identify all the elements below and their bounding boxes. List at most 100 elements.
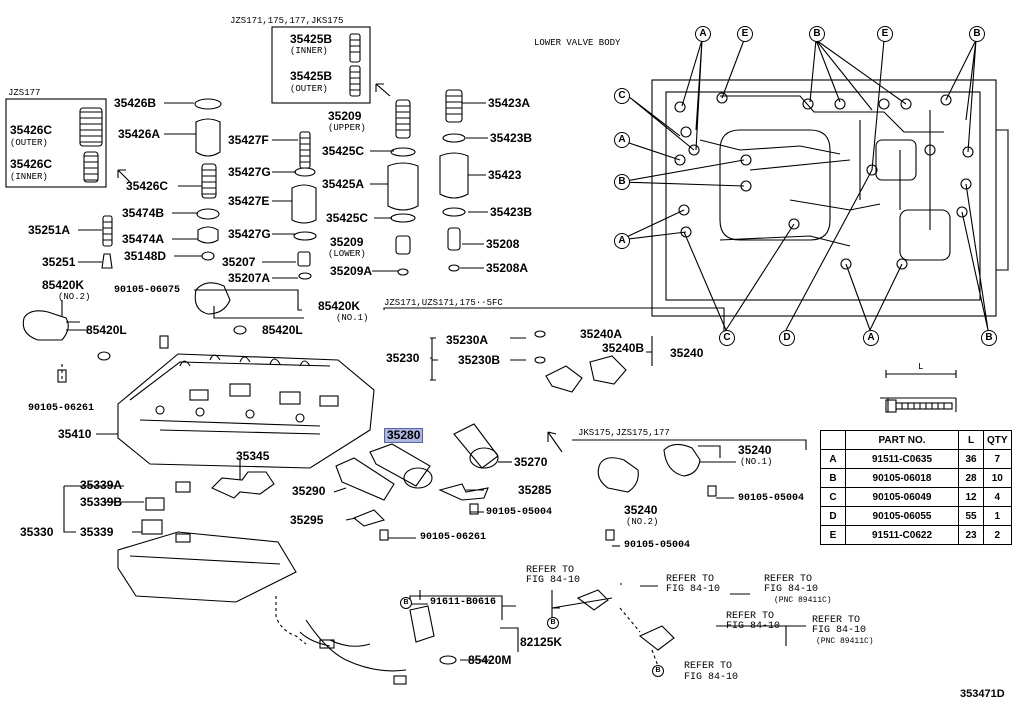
part-label-35209a[interactable]: 35209A xyxy=(330,264,373,278)
table-cell-part-no[interactable]: 90105-06018 xyxy=(845,468,959,488)
table-cell-qty: 10 xyxy=(983,468,1012,488)
part-label-35425b-outer[interactable]: 35425B xyxy=(290,69,333,83)
part-label-35427f[interactable]: 35427F xyxy=(228,133,269,147)
part-label-35425a[interactable]: 35425A xyxy=(322,177,365,191)
refer-note-3-line3: (PNC 89411C) xyxy=(774,596,832,605)
table-cell-letter: B xyxy=(820,468,846,488)
part-label-35240[interactable]: 35240 xyxy=(670,346,704,360)
part-label-35426a[interactable]: 35426A xyxy=(118,127,161,141)
part-label-90105-05004-r1[interactable]: 90105-05004 xyxy=(738,493,805,504)
table-cell-part-no[interactable]: 90105-06055 xyxy=(845,506,959,526)
table-cell-qty: 1 xyxy=(983,506,1012,526)
part-label-35209-lower[interactable]: 35209 xyxy=(330,235,364,249)
part-label-35427g-a[interactable]: 35427G xyxy=(228,165,271,179)
part-label-35330[interactable]: 35330 xyxy=(20,525,54,539)
part-label-35230[interactable]: 35230 xyxy=(386,351,420,365)
part-label-85420k-no1[interactable]: 85420K xyxy=(318,299,361,313)
part-label-35208a[interactable]: 35208A xyxy=(486,261,529,275)
table-cell-length: 36 xyxy=(958,449,984,469)
table-row: A 91511-C0635 36 7 xyxy=(820,449,1012,469)
part-label-35230a[interactable]: 35230A xyxy=(446,333,489,347)
part-label-35209-upper[interactable]: 35209 xyxy=(328,109,362,123)
part-label-35148d[interactable]: 35148D xyxy=(124,249,167,263)
refer-note-6-line1: REFER TO xyxy=(684,661,733,672)
part-label-35290[interactable]: 35290 xyxy=(292,484,326,498)
part-label-35426c-inner[interactable]: 35426C xyxy=(10,157,53,171)
part-label-35423b-a[interactable]: 35423B xyxy=(490,131,533,145)
part-label-35425c-a[interactable]: 35425C xyxy=(322,144,365,158)
part-label-35280[interactable]: 35280 xyxy=(384,428,424,443)
part-label-35207[interactable]: 35207 xyxy=(222,255,256,269)
callout-c-left: C xyxy=(614,88,630,104)
part-label-85420k-no2[interactable]: 85420K xyxy=(42,278,85,292)
table-cell-part-no[interactable]: 91511-C0635 xyxy=(845,449,959,469)
part-label-35423b-b[interactable]: 35423B xyxy=(490,205,533,219)
refer-note-5-line2: FIG 84-10 xyxy=(812,625,867,636)
part-label-35339a[interactable]: 35339A xyxy=(80,478,123,492)
variant-label-jzs177: JZS177 xyxy=(8,88,41,98)
part-label-35270[interactable]: 35270 xyxy=(514,455,548,469)
part-label-35345[interactable]: 35345 xyxy=(236,449,270,463)
part-label-35425b-inner[interactable]: 35425B xyxy=(290,32,333,46)
part-label-35339[interactable]: 35339 xyxy=(80,525,114,539)
part-label-35240-no2[interactable]: 35240 xyxy=(624,503,658,517)
part-label-90105-05004-mid[interactable]: 90105-05004 xyxy=(486,507,553,518)
table-cell-length: 55 xyxy=(958,506,984,526)
part-label-35208[interactable]: 35208 xyxy=(486,237,520,251)
part-label-35207a[interactable]: 35207A xyxy=(228,271,271,285)
part-label-35285[interactable]: 35285 xyxy=(518,483,552,497)
lower-valve-body-title: LOWER VALVE BODY xyxy=(534,38,621,48)
part-label-85420l-left[interactable]: 85420L xyxy=(86,323,127,337)
part-label-35426b[interactable]: 35426B xyxy=(114,96,157,110)
part-label-35240-no1[interactable]: 35240 xyxy=(738,443,772,457)
part-label-35240b[interactable]: 35240B xyxy=(602,341,645,355)
part-label-35240a[interactable]: 35240A xyxy=(580,327,623,341)
part-label-35474a[interactable]: 35474A xyxy=(122,232,165,246)
callout-b-top-right: B xyxy=(969,26,985,42)
refer-note-3-line1: REFER TO xyxy=(764,574,813,585)
part-label-35410[interactable]: 35410 xyxy=(58,427,92,441)
part-label-35425c-b[interactable]: 35425C xyxy=(326,211,369,225)
part-label-35427e[interactable]: 35427E xyxy=(228,194,270,208)
part-label-35251[interactable]: 35251 xyxy=(42,255,76,269)
part-label-35295[interactable]: 35295 xyxy=(290,513,324,527)
refer-note-5-line3: (PNC 89411C) xyxy=(816,637,874,646)
table-cell-part-no[interactable]: 90105-06049 xyxy=(845,487,959,507)
table-cell-qty: 7 xyxy=(983,449,1012,469)
table-header-length: L xyxy=(958,430,984,450)
part-label-90105-05004-r2[interactable]: 90105-05004 xyxy=(624,540,691,551)
part-label-82125k[interactable]: 82125K xyxy=(520,635,563,649)
part-label-85420m[interactable]: 85420M xyxy=(468,653,512,667)
part-label-90105-06261-left[interactable]: 90105-06261 xyxy=(28,403,95,414)
part-label-91611-b0616[interactable]: 91611-B0616 xyxy=(430,597,497,608)
part-label-35474b[interactable]: 35474B xyxy=(122,206,165,220)
part-label-35423[interactable]: 35423 xyxy=(488,168,522,182)
part-note-35425b-outer: (OUTER) xyxy=(290,84,328,94)
refer-note-5-line1: REFER TO xyxy=(812,615,861,626)
part-label-35339b[interactable]: 35339B xyxy=(80,495,123,509)
part-label-35423a[interactable]: 35423A xyxy=(488,96,531,110)
callout-d-bottom: D xyxy=(779,330,795,346)
refer-note-1-line2: FIG 84-10 xyxy=(526,575,581,586)
part-label-90105-06075[interactable]: 90105-06075 xyxy=(114,285,181,296)
part-note-35425b-inner: (INNER) xyxy=(290,46,328,56)
callout-b-top: B xyxy=(809,26,825,42)
part-label-35427g-b[interactable]: 35427G xyxy=(228,227,271,241)
part-label-35251a[interactable]: 35251A xyxy=(28,223,71,237)
part-label-90105-06261-mid[interactable]: 90105-06261 xyxy=(420,532,487,543)
table-cell-length: 28 xyxy=(958,468,984,488)
part-note-35426c-outer: (OUTER) xyxy=(10,138,48,148)
part-label-85420l-right[interactable]: 85420L xyxy=(262,323,303,337)
table-cell-part-no[interactable]: 91511-C0622 xyxy=(845,525,959,545)
refer-note-1-line1: REFER TO xyxy=(526,565,575,576)
refer-note-3-line2: FIG 84-10 xyxy=(764,584,819,595)
table-header-letter xyxy=(820,430,846,450)
table-cell-length: 12 xyxy=(958,487,984,507)
part-label-35426c-outer[interactable]: 35426C xyxy=(10,123,53,137)
part-label-35230b[interactable]: 35230B xyxy=(458,353,501,367)
variant-label-top-group: JZS171,175,177,JKS175 xyxy=(230,16,344,26)
callout-e-top-left: E xyxy=(737,26,753,42)
part-label-35426c[interactable]: 35426C xyxy=(126,179,169,193)
table-row: D 90105-06055 55 1 xyxy=(820,506,1012,526)
